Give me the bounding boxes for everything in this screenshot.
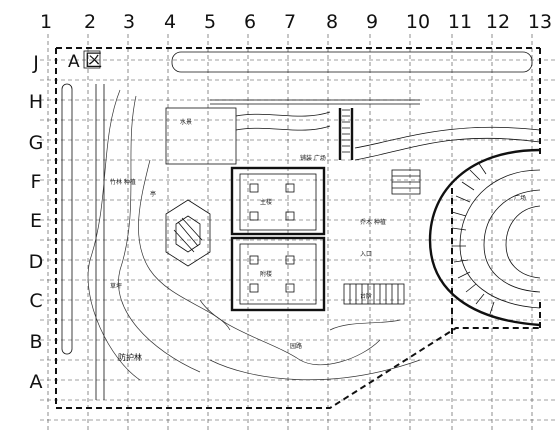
column-label: 9	[366, 11, 378, 33]
pavilion-note: 亭	[150, 190, 156, 198]
row-label: G	[29, 132, 44, 154]
column-label: 1	[40, 11, 52, 33]
lake-note: 水景	[180, 118, 192, 126]
steps-note: 台阶	[360, 292, 372, 300]
site-boundary	[55, 47, 541, 409]
trees-note: 乔木 种植	[360, 218, 386, 226]
column-label: 12	[486, 11, 510, 33]
row-label: J	[32, 52, 39, 74]
stairs: 台阶	[343, 169, 421, 305]
column-label: 10	[406, 11, 430, 33]
path-note: 园路	[290, 342, 302, 350]
row-label: C	[29, 290, 42, 312]
row-label: H	[29, 91, 43, 113]
row-labels: J H G F E D C B A	[29, 52, 44, 393]
plaza-note: 广场	[514, 194, 526, 202]
row-label: E	[30, 210, 42, 232]
column-label: 11	[448, 11, 472, 33]
bamboo-note: 竹林 种植	[110, 178, 136, 186]
contours	[87, 89, 421, 381]
row-label: A	[30, 371, 43, 393]
column-label: 3	[123, 11, 135, 33]
lawn-note: 草坪	[110, 282, 122, 290]
column-label: 7	[284, 11, 296, 33]
circular-plaza: 广场	[354, 126, 541, 327]
column-label: 5	[204, 11, 216, 33]
row-label: D	[29, 251, 44, 273]
building-south-note: 附楼	[260, 270, 272, 278]
building-north: 主楼	[230, 166, 326, 236]
grid-lines	[40, 34, 556, 430]
zone-symbol-box	[83, 50, 101, 69]
column-labels: 1 2 3 4 5 6 7 8 9 10 11 12 13	[40, 11, 552, 33]
pavilion: 亭	[150, 190, 211, 267]
column-label: 6	[244, 11, 256, 33]
plant-label: 防护林	[118, 352, 142, 362]
column-label: 13	[528, 11, 552, 33]
building-north-note: 主楼	[260, 198, 272, 206]
row-label: F	[31, 171, 42, 193]
zone-label: A	[68, 52, 80, 72]
column-label: 2	[84, 11, 96, 33]
water-feature: 水景	[165, 99, 420, 165]
column-label: 8	[326, 11, 338, 33]
column-label: 4	[164, 11, 176, 33]
entrance-note: 入口	[360, 251, 372, 258]
zone-symbol: 区	[85, 51, 102, 71]
building-south: 附楼	[230, 236, 326, 312]
row-label: B	[29, 331, 42, 353]
paved-note: 铺装 广场	[300, 154, 326, 162]
road	[61, 51, 533, 400]
